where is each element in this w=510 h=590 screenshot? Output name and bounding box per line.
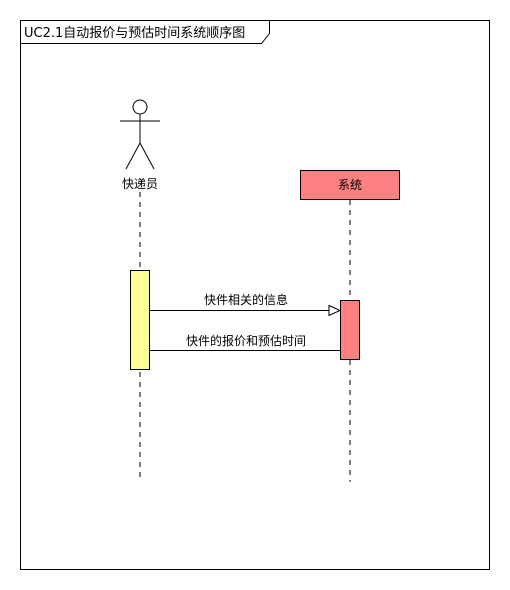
diagram-frame: [20, 20, 490, 570]
response-message-label: 快件的报价和预估时间: [186, 333, 306, 348]
actor-activation-bar: [130, 270, 150, 370]
system-participant-box: [300, 170, 400, 200]
frame-title: UC2.1自动报价与预估时间系统顺序图: [24, 26, 245, 41]
system-participant-label: 系统: [338, 178, 362, 192]
frame-title-tab: [20, 20, 270, 44]
actor-label: 快递员: [122, 177, 158, 191]
request-message-label: 快件相关的信息: [204, 292, 288, 307]
system-activation-bar: [340, 300, 360, 360]
actor-figure-icon: [120, 99, 160, 170]
